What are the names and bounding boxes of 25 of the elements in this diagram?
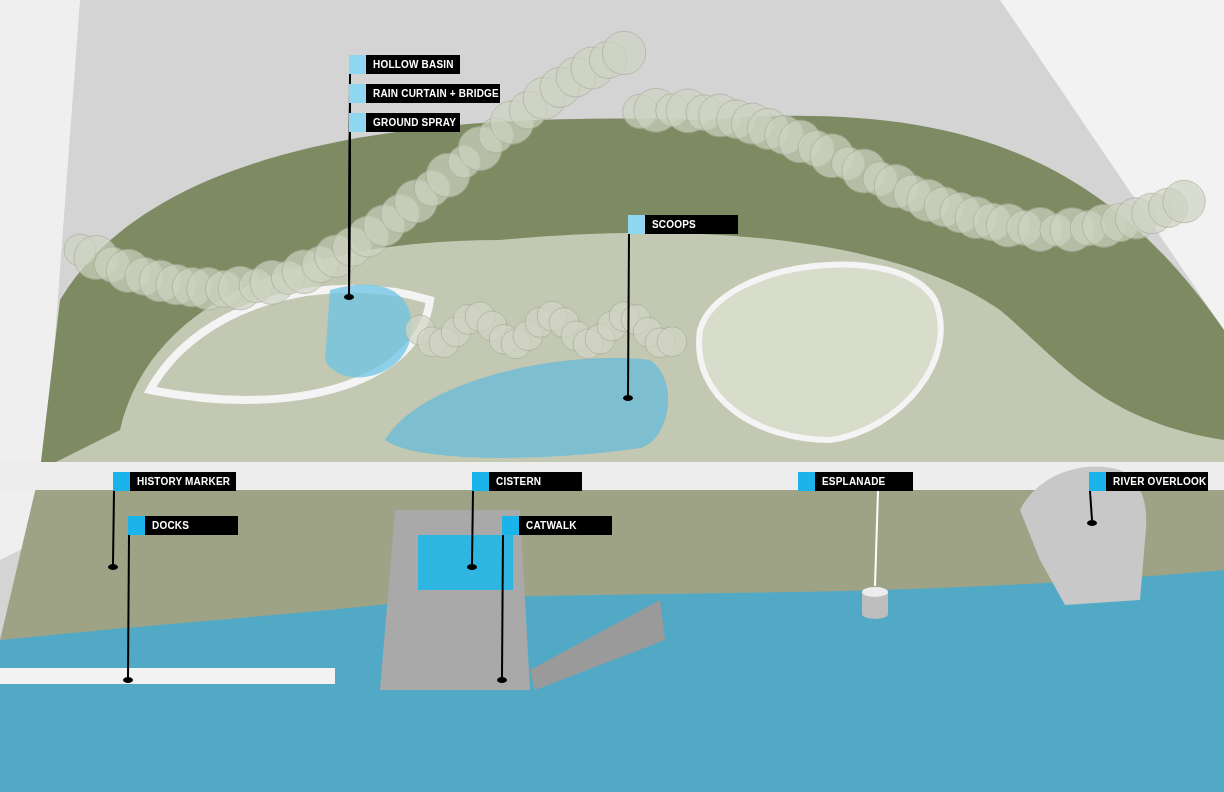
leader-end-dot — [497, 677, 507, 683]
leader-end-dot — [344, 294, 354, 300]
flag-label: CISTERN — [472, 472, 582, 491]
leader-line — [471, 490, 474, 565]
pier-cylinder — [861, 586, 889, 620]
flag-label: GROUND SPRAY — [349, 113, 460, 132]
leader-end-dot — [623, 395, 633, 401]
flag-label: RIVER OVERLOOK — [1089, 472, 1208, 491]
leader-line — [1089, 490, 1093, 521]
leader-line — [874, 490, 879, 587]
flag-label: HOLLOW BASIN — [349, 55, 460, 74]
leader-end-dot — [467, 564, 477, 570]
flag-label: CATWALK — [502, 516, 612, 535]
leader-line — [501, 534, 504, 678]
leader-line — [127, 534, 130, 678]
flag-label: RAIN CURTAIN + BRIDGE — [349, 84, 500, 103]
leader-line — [627, 233, 630, 396]
flag-label: ESPLANADE — [798, 472, 913, 491]
leader-end-dot — [108, 564, 118, 570]
flag-label: HISTORY MARKER — [113, 472, 236, 491]
flag-label: SCOOPS — [628, 215, 738, 234]
leader-line — [112, 490, 115, 565]
flag-label: DOCKS — [128, 516, 238, 535]
leader-end-dot — [123, 677, 133, 683]
leader-end-dot — [1087, 520, 1097, 526]
